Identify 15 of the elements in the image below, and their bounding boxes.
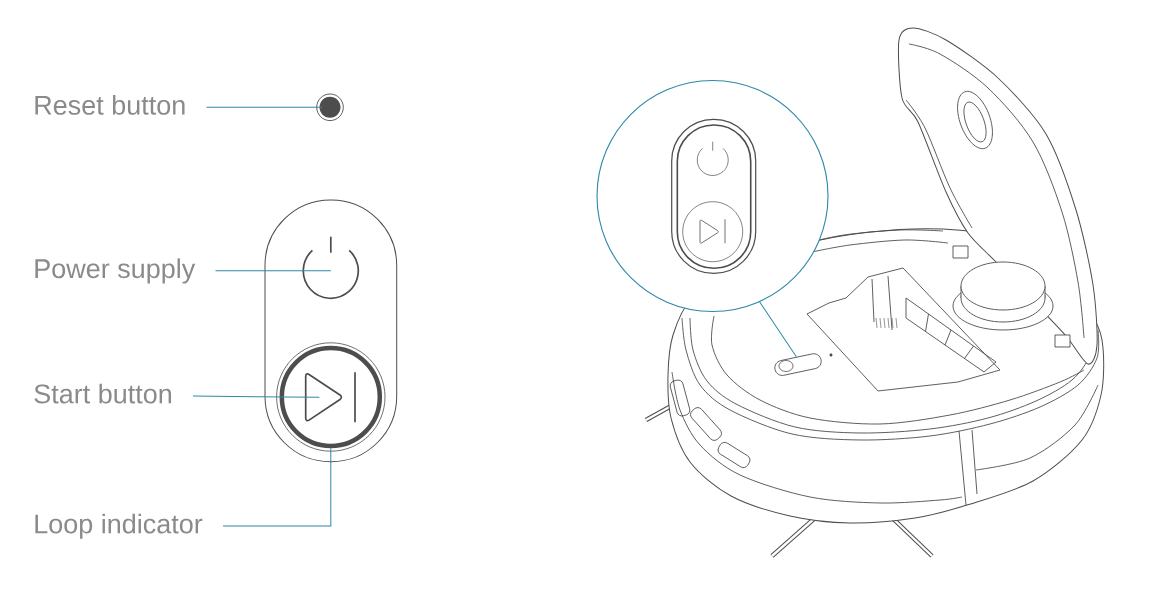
pill-button	[778, 360, 794, 372]
leader-line	[222, 447, 332, 527]
leader-line	[759, 301, 797, 358]
ring	[279, 345, 383, 449]
callout-label: Reset button	[35, 94, 185, 115]
power-icon	[302, 235, 360, 300]
leader-line	[192, 395, 320, 398]
callout-label: Start button	[34, 383, 171, 404]
button-dot	[316, 93, 344, 122]
callout-label: Power supply	[35, 258, 196, 284]
magnifier-circle	[596, 79, 829, 313]
play-icon	[304, 371, 356, 424]
callout-label: Loop indicator	[35, 513, 203, 539]
leader-line	[215, 270, 332, 272]
leader-line	[206, 106, 323, 108]
